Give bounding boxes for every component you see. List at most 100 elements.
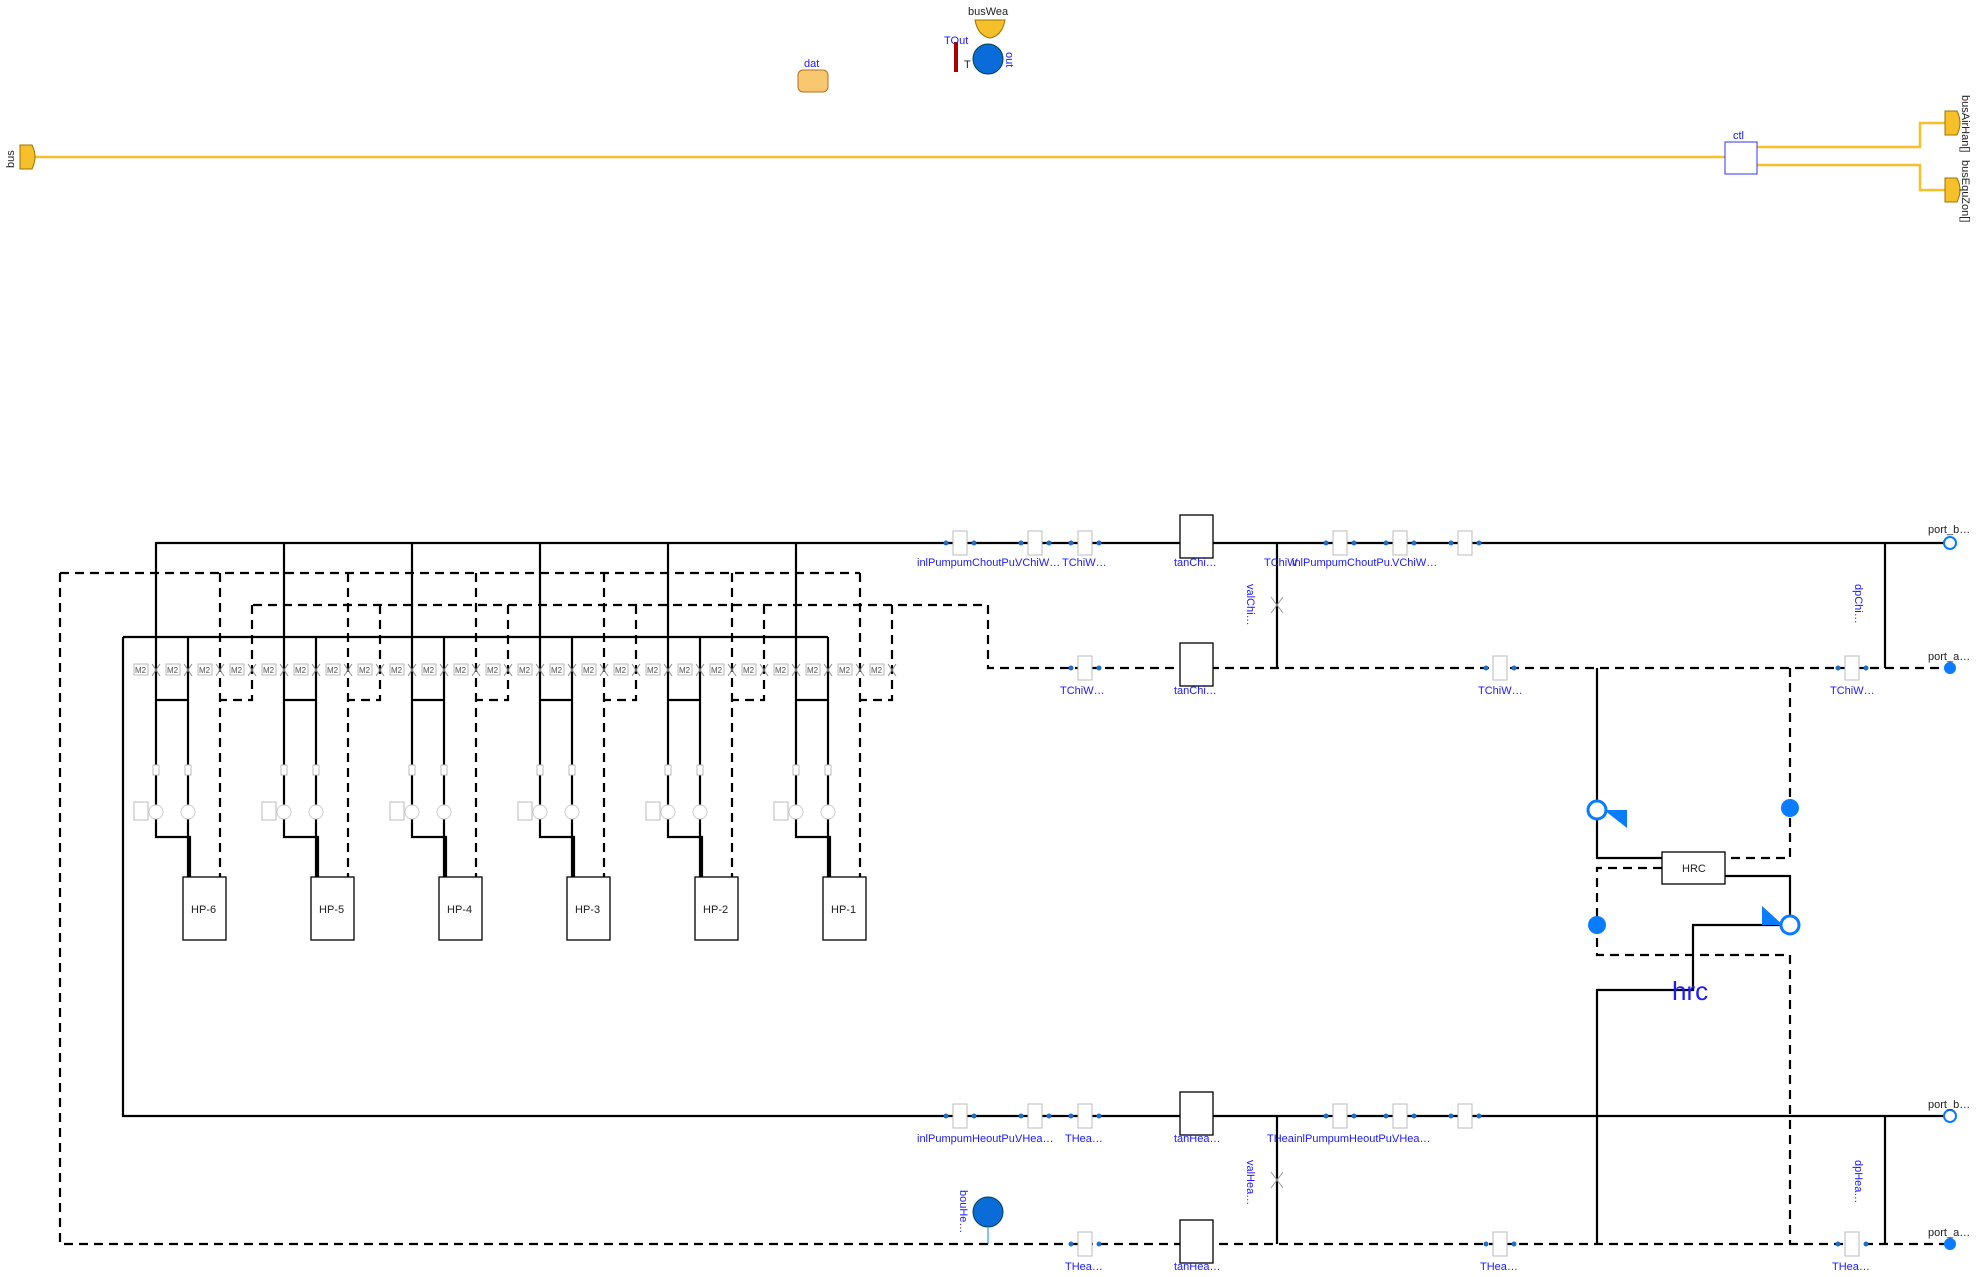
temp-sensor-icon[interactable] — [1077, 655, 1093, 681]
valve-actuator-icon[interactable] — [709, 663, 725, 676]
temp-sensor-icon[interactable] — [1332, 1103, 1348, 1129]
isolation-valve-icon[interactable] — [887, 663, 897, 677]
isolation-valve-icon[interactable] — [247, 663, 257, 677]
hrc-port-b-chw[interactable] — [1586, 799, 1608, 821]
hrc-block[interactable] — [1661, 851, 1726, 885]
valve-actuator-icon[interactable] — [389, 663, 405, 676]
bus-zone-equipment-connector[interactable] — [1944, 177, 1961, 203]
pump-icon[interactable] — [1392, 1103, 1408, 1129]
isolation-valve-icon[interactable] — [503, 663, 513, 677]
isolation-valve-icon[interactable] — [631, 663, 641, 677]
pump-icon[interactable] — [404, 804, 420, 820]
valve-actuator-icon[interactable] — [837, 663, 853, 676]
hrc-port-a-chw[interactable] — [1588, 916, 1606, 934]
heat-pump-block[interactable] — [694, 876, 739, 941]
valve-actuator-icon[interactable] — [261, 663, 277, 676]
hhw-supply-tank[interactable] — [1179, 1091, 1214, 1136]
pump-icon[interactable] — [532, 804, 548, 820]
pump-icon[interactable] — [436, 804, 452, 820]
hhw-port-a[interactable] — [1944, 1238, 1956, 1250]
valve-actuator-icon[interactable] — [613, 663, 629, 676]
pump-icon[interactable] — [1392, 530, 1408, 556]
valve-actuator-icon[interactable] — [229, 663, 245, 676]
isolation-valve-icon[interactable] — [279, 663, 289, 677]
isolation-valve-icon[interactable] — [439, 663, 449, 677]
isolation-valve-icon[interactable] — [695, 663, 705, 677]
valve-actuator-icon[interactable] — [645, 663, 661, 676]
hrc-port-a-hhw[interactable] — [1781, 799, 1799, 817]
heat-pump-block[interactable] — [566, 876, 611, 941]
isolation-valve-icon[interactable] — [471, 663, 481, 677]
pump-icon[interactable] — [148, 804, 164, 820]
pump-icon[interactable] — [952, 530, 968, 556]
isolation-valve-icon[interactable] — [599, 663, 609, 677]
pressure-boundary-icon[interactable] — [972, 1196, 1004, 1228]
pump-icon[interactable] — [660, 804, 676, 820]
isolation-valve-icon[interactable] — [759, 663, 769, 677]
heat-pump-block[interactable] — [182, 876, 227, 941]
isolation-valve-icon[interactable] — [727, 663, 737, 677]
valve-actuator-icon[interactable] — [165, 663, 181, 676]
chw-port-a[interactable] — [1944, 662, 1956, 674]
valve-actuator-icon[interactable] — [357, 663, 373, 676]
valve-actuator-icon[interactable] — [325, 663, 341, 676]
temp-sensor-icon[interactable] — [1077, 530, 1093, 556]
temp-sensor-icon[interactable] — [1492, 1231, 1508, 1257]
controller-block[interactable] — [1724, 141, 1758, 175]
pump-icon[interactable] — [276, 804, 292, 820]
temp-sensor-icon[interactable] — [1332, 530, 1348, 556]
valve-actuator-icon[interactable] — [677, 663, 693, 676]
isolation-valve-icon[interactable] — [375, 663, 385, 677]
isolation-valve-icon[interactable] — [407, 663, 417, 677]
valve-actuator-icon[interactable] — [133, 663, 149, 676]
flow-meter-icon[interactable] — [1457, 530, 1473, 556]
valve-actuator-icon[interactable] — [485, 663, 501, 676]
hhw-return-tank[interactable] — [1179, 1219, 1214, 1264]
temp-sensor-icon[interactable] — [1844, 655, 1860, 681]
temp-sensor-icon[interactable] — [1077, 1231, 1093, 1257]
valve-actuator-icon[interactable] — [517, 663, 533, 676]
flow-meter-icon[interactable] — [1457, 1103, 1473, 1129]
heat-pump-block[interactable] — [310, 876, 355, 941]
isolation-valve-icon[interactable] — [791, 663, 801, 677]
pump-icon[interactable] — [564, 804, 580, 820]
valve-actuator-icon[interactable] — [421, 663, 437, 676]
bypass-valve-icon[interactable] — [1270, 1171, 1284, 1189]
temp-sensor-icon[interactable] — [1077, 1103, 1093, 1129]
valve-actuator-icon[interactable] — [197, 663, 213, 676]
bus-connector[interactable] — [19, 144, 36, 170]
heat-pump-block[interactable] — [438, 876, 483, 941]
hhw-port-b[interactable] — [1943, 1109, 1957, 1123]
bypass-valve-icon[interactable] — [1270, 596, 1284, 614]
pump-icon[interactable] — [952, 1103, 968, 1129]
temp-sensor-icon[interactable] — [1844, 1231, 1860, 1257]
isolation-valve-icon[interactable] — [535, 663, 545, 677]
valve-actuator-icon[interactable] — [741, 663, 757, 676]
heat-pump-block[interactable] — [822, 876, 867, 941]
isolation-valve-icon[interactable] — [663, 663, 673, 677]
valve-actuator-icon[interactable] — [869, 663, 885, 676]
valve-actuator-icon[interactable] — [453, 663, 469, 676]
isolation-valve-icon[interactable] — [343, 663, 353, 677]
weather-bus-icon[interactable] — [974, 19, 1006, 39]
valve-actuator-icon[interactable] — [293, 663, 309, 676]
pump-icon[interactable] — [308, 804, 324, 820]
flow-meter-icon[interactable] — [1027, 530, 1043, 556]
valve-actuator-icon[interactable] — [773, 663, 789, 676]
temp-sensor-icon[interactable] — [1492, 655, 1508, 681]
chw-return-tank[interactable] — [1179, 642, 1214, 687]
weather-sensor-icon[interactable] — [972, 43, 1004, 75]
hrc-port-b-hhw[interactable] — [1779, 914, 1801, 936]
pump-icon[interactable] — [692, 804, 708, 820]
chw-port-b[interactable] — [1943, 536, 1957, 550]
flow-meter-icon[interactable] — [1027, 1103, 1043, 1129]
chw-supply-tank[interactable] — [1179, 514, 1214, 559]
valve-actuator-icon[interactable] — [549, 663, 565, 676]
valve-actuator-icon[interactable] — [581, 663, 597, 676]
pump-icon[interactable] — [820, 804, 836, 820]
data-record-icon[interactable] — [797, 69, 829, 93]
isolation-valve-icon[interactable] — [183, 663, 193, 677]
isolation-valve-icon[interactable] — [311, 663, 321, 677]
isolation-valve-icon[interactable] — [567, 663, 577, 677]
pump-icon[interactable] — [180, 804, 196, 820]
